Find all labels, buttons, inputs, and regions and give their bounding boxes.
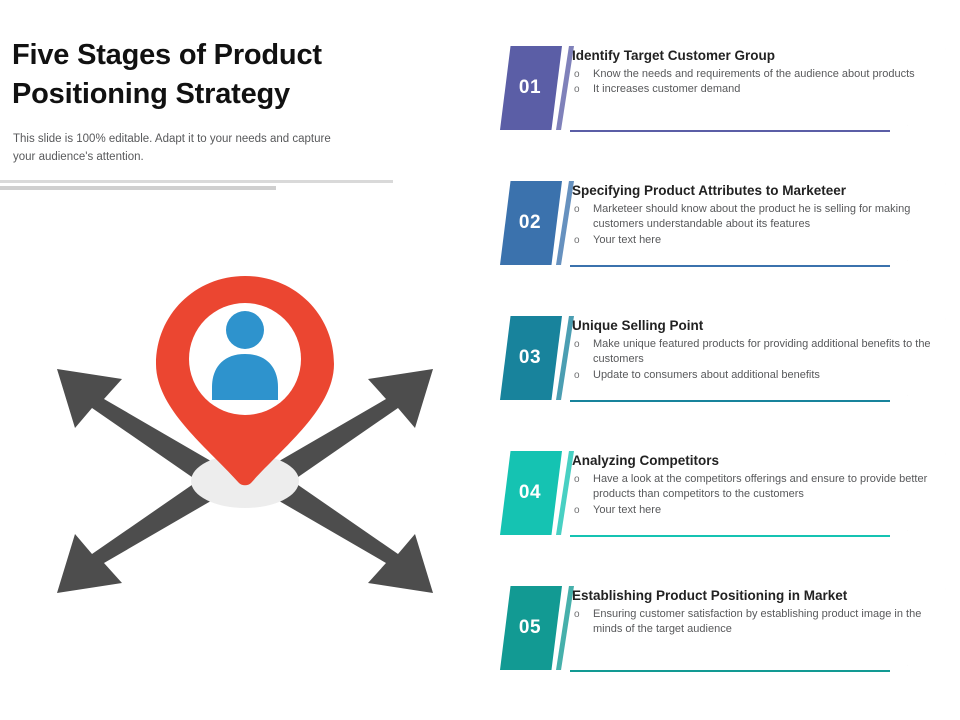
stage-text-block: Unique Selling Point o Make unique feature… [572, 318, 940, 384]
page-subtitle: This slide is 100% editable. Adapt it to… [13, 133, 331, 163]
stage-bullet-item: o Know the needs and requirements of the … [572, 67, 940, 83]
stage-underline [570, 535, 890, 537]
person-head [226, 311, 264, 349]
person-body [212, 354, 278, 400]
stage-text-block: Analyzing Competitors o Have a look at the… [572, 453, 940, 519]
stage-bullet-text: Know the needs and requirements of the a… [593, 67, 915, 80]
page-title: Five Stages of Product Positioning Strat… [12, 36, 402, 113]
bullet-circle-icon: o [574, 608, 580, 620]
stage-bullet-text: Update to consumers about additional ben… [593, 369, 820, 382]
page-title-line-1: Five Stages of Product [12, 39, 322, 71]
stage-bullet-item: o Your text here [572, 503, 940, 519]
stage-heading: Establishing Product Positioning in Mark… [572, 588, 848, 603]
stage-bullet-text: Make unique featured products for provid… [593, 337, 931, 366]
stage-underline [570, 670, 890, 672]
map-pin-person-icon [156, 276, 334, 486]
stage-bullet-item: o Your text here [572, 233, 940, 249]
title-divider-long [0, 180, 393, 183]
arrow-up-right [274, 369, 433, 484]
page-title-line-2: Positioning Strategy [12, 77, 290, 110]
stage-bullet-item: o It increases customer demand [572, 82, 940, 98]
stage-bullet-list: o Make unique featured products for provi… [572, 337, 940, 384]
bullet-circle-icon: o [574, 84, 580, 96]
bullet-circle-icon: o [574, 370, 580, 382]
stage-bullet-list: o Know the needs and requirements of the … [572, 67, 940, 98]
stage-bullet-list: o Have a look at the competitors offering… [572, 472, 940, 519]
stage-number-label: 04 [518, 482, 542, 503]
stage-card [518, 453, 946, 531]
stage-bullet-list: o Marketeer should know about the product… [572, 202, 940, 249]
stage-heading: Unique Selling Point [572, 318, 704, 333]
left-panel: Five Stages of Product Positioning Strat… [0, 0, 470, 720]
stage-bullet-text: Have a look at the competitors offerings… [593, 472, 928, 501]
bullet-circle-icon: o [574, 235, 580, 247]
stage-number-badge[interactable]: 05 [500, 586, 562, 670]
stage-row-03[interactable]: 03 Unique Selling Point o Make unique featu… [490, 310, 960, 415]
stage-number-badge[interactable]: 03 [500, 316, 562, 400]
stage-underline [570, 400, 890, 402]
stage-number-label: 02 [518, 212, 542, 233]
stage-card [518, 48, 946, 126]
positioning-illustration [30, 268, 460, 613]
stage-underline [570, 265, 890, 267]
stage-bullet-text: Your text here [593, 234, 662, 247]
stage-list: 01 Identify Target Customer Group o Know th… [490, 0, 960, 720]
stage-row-01[interactable]: 01 Identify Target Customer Group o Know th… [490, 40, 960, 145]
bullet-circle-icon: o [574, 338, 580, 350]
stage-number-badge[interactable]: 01 [500, 46, 562, 130]
stage-card [518, 183, 946, 261]
stage-card [518, 318, 946, 396]
stage-bullet-item: o Update to consumers about additional be… [572, 368, 940, 384]
stage-heading: Specifying Product Attributes to Markete… [572, 183, 847, 198]
stage-bullet-item: o Have a look at the competitors offering… [572, 472, 940, 503]
stage-row-02[interactable]: 02 Specifying Product Attributes to Marke… [490, 175, 960, 280]
stage-card [518, 588, 946, 666]
arrow-down-left [57, 478, 216, 593]
stage-bullet-item: o Ensuring customer satisfaction by estab… [572, 607, 940, 638]
stage-underline [570, 130, 890, 132]
stage-bullet-item: o Marketeer should know about the product… [572, 202, 940, 233]
stage-text-block: Identify Target Customer Group o Know the … [572, 48, 940, 98]
bullet-circle-icon: o [574, 203, 580, 215]
stage-bullet-text: It increases customer demand [593, 83, 741, 96]
stage-text-block: Establishing Product Positioning in Mark… [572, 588, 940, 638]
stage-heading: Analyzing Competitors [572, 453, 720, 468]
arrow-down-right [274, 478, 433, 593]
stage-number-badge[interactable]: 02 [500, 181, 562, 265]
bullet-circle-icon: o [574, 473, 580, 485]
stage-bullet-text: Ensuring customer satisfaction by establ… [593, 607, 922, 636]
stage-heading: Identify Target Customer Group [572, 48, 776, 63]
bullet-circle-icon: o [574, 68, 580, 80]
stage-bullet-text: Marketeer should know about the product … [593, 202, 911, 231]
stage-bullet-list: o Ensuring customer satisfaction by estab… [572, 607, 940, 638]
stage-row-04[interactable]: 04 Analyzing Competitors o Have a look at t… [490, 445, 960, 550]
stage-bullet-item: o Make unique featured products for provi… [572, 337, 940, 368]
stage-number-label: 01 [518, 77, 542, 98]
stage-number-badge[interactable]: 04 [500, 451, 562, 535]
title-divider-short [0, 186, 276, 190]
bullet-circle-icon: o [574, 505, 580, 517]
stage-row-05[interactable]: 05 Establishing Product Positioning in Ma… [490, 580, 960, 685]
stage-text-block: Specifying Product Attributes to Markete… [572, 183, 940, 249]
arrow-up-left [57, 369, 216, 484]
stage-number-label: 03 [518, 347, 542, 368]
stage-number-label: 05 [518, 617, 542, 638]
stage-bullet-text: Your text here [593, 504, 662, 517]
